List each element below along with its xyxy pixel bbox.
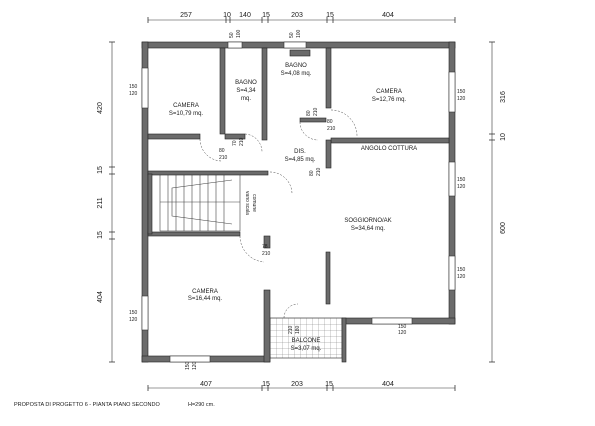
room-camera-nw-name: CAMERA — [173, 103, 199, 109]
dim-right-1: 316 — [500, 91, 507, 103]
dim-left-1: 420 — [97, 102, 104, 114]
dim-top-1: 257 — [180, 12, 192, 19]
room-bagno-2-name: BAGNO — [285, 63, 307, 69]
dim-top-5: 203 — [291, 12, 303, 19]
dim-top-2: 10 — [223, 12, 231, 19]
win-e3-width: 150 — [457, 267, 466, 273]
door-balcone-height: 180 — [295, 325, 301, 334]
room-vano-scala-2: comune — [251, 194, 257, 212]
room-camera-sw-area: S=16,44 mq. — [188, 296, 223, 302]
win-w1-height: 120 — [129, 91, 138, 97]
win-s1-width: 150 — [185, 361, 191, 370]
dim-left-5: 404 — [97, 291, 104, 303]
room-camera-ne-area: S=12,76 mq. — [372, 97, 407, 103]
win-w1-width: 150 — [129, 84, 138, 90]
door-camera-nw-width: 70 — [232, 140, 238, 146]
door-camera-sw-height: 210 — [262, 251, 271, 257]
dim-left-4: 15 — [97, 231, 104, 239]
dim-right-2: 10 — [500, 133, 507, 141]
win-e1-height: 120 — [457, 96, 466, 102]
win-s1-height: 120 — [192, 361, 198, 370]
room-bagno-1-area: S=4,34 — [236, 88, 256, 94]
dim-right-3: 600 — [500, 222, 507, 234]
win-e2-height: 120 — [457, 184, 466, 190]
room-labels: CAMERA S=10,79 mq. BAGNO S=4,34 mq. BAGN… — [169, 63, 417, 352]
dimension-lines — [109, 17, 495, 391]
door-dis-height: 210 — [316, 167, 322, 176]
door-dis-width: 80 — [309, 170, 315, 176]
dim-bottom-2: 15 — [262, 381, 270, 388]
door-bagno-2-width: 80 — [306, 110, 312, 116]
room-balcone-area: S=3,07 mq. — [291, 346, 322, 352]
room-vano-scala-1: vano scala — [244, 191, 250, 215]
dim-bottom-3: 203 — [291, 381, 303, 388]
win-w2-width: 150 — [129, 310, 138, 316]
win-w2-height: 120 — [129, 317, 138, 323]
door-bagno-1-width: 80 — [219, 148, 225, 154]
room-dis-area: S=4,85 mq. — [285, 157, 316, 163]
door-camera-ne-width: 80 — [327, 119, 333, 125]
win-s2-width: 150 — [398, 324, 407, 330]
room-soggiorno-area: S=34,64 mq. — [351, 226, 386, 232]
opening-labels: 150 120 150 120 150 120 150 120 150 120 … — [129, 29, 466, 370]
door-swings — [199, 109, 358, 319]
dim-bottom-4: 15 — [325, 381, 333, 388]
win-e3-height: 120 — [457, 274, 466, 280]
room-camera-nw-area: S=10,79 mq. — [169, 111, 204, 117]
win-s2-height: 120 — [398, 330, 407, 336]
room-bagno-1-name: BAGNO — [235, 80, 257, 86]
win-n1-width: 50 — [229, 32, 235, 38]
door-camera-ne-height: 210 — [327, 126, 336, 132]
door-balcone-width: 210 — [288, 325, 294, 334]
room-balcone-name: BALCONE — [292, 338, 321, 344]
room-dis-name: DIS. — [294, 149, 306, 155]
win-n2-width: 50 — [289, 32, 295, 38]
dim-bottom-1: 407 — [200, 381, 212, 388]
room-bagno-2-area: S=4,08 mq. — [281, 71, 312, 77]
dim-top-3: 140 — [239, 12, 251, 19]
win-n1-height: 100 — [236, 29, 242, 38]
dim-bottom-5: 404 — [382, 381, 394, 388]
plan-caption-title: PROPOSTA DI PROGETTO 6 - PIANTA PIANO SE… — [14, 402, 160, 408]
dim-top-4: 15 — [262, 12, 270, 19]
door-bagno-2-height: 210 — [313, 107, 319, 116]
dim-top-6: 15 — [326, 12, 334, 19]
dim-top-7: 404 — [382, 12, 394, 19]
win-n2-height: 100 — [296, 29, 302, 38]
dim-left-2: 15 — [97, 166, 104, 174]
dim-left-3: 211 — [97, 197, 104, 208]
room-bagno-1-unit: mq. — [241, 96, 251, 102]
dimension-labels: 257 10 140 15 203 15 404 407 15 203 15 4… — [97, 12, 507, 388]
door-bagno-1-height: 210 — [219, 155, 228, 161]
windows — [141, 41, 456, 363]
win-e1-width: 150 — [457, 89, 466, 95]
room-angolo-cottura: ANGOLO COTTURA — [361, 146, 417, 152]
room-soggiorno-name: SOGGIORNO/AK — [344, 218, 391, 224]
stair-well — [159, 172, 241, 232]
door-camera-sw-width: 78 — [262, 244, 268, 250]
room-camera-ne-name: CAMERA — [376, 89, 402, 95]
win-e2-width: 150 — [457, 177, 466, 183]
plan-caption-height: H=290 cm. — [188, 402, 215, 408]
room-camera-sw-name: CAMERA — [192, 289, 218, 295]
door-camera-nw-height: 210 — [239, 137, 245, 146]
